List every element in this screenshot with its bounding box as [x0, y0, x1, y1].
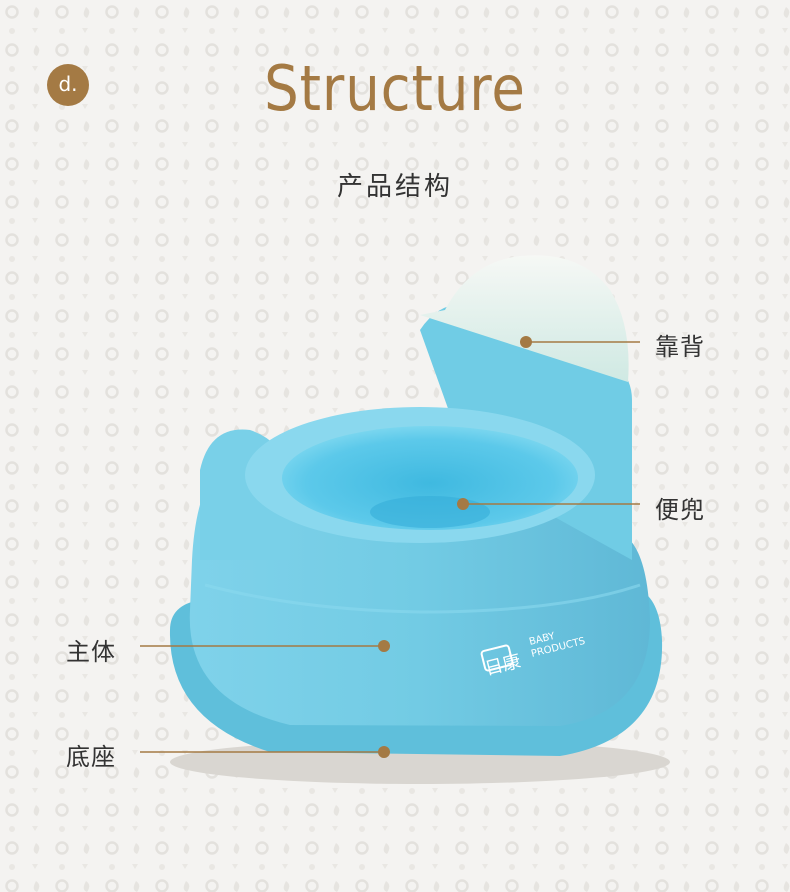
- brand-logo-box: [480, 644, 514, 672]
- label-body: 主体: [66, 638, 116, 666]
- callout-bowl: [457, 498, 640, 510]
- label-base: 底座: [66, 743, 116, 771]
- callout-backrest: [520, 336, 640, 348]
- callout-body: [140, 640, 390, 652]
- label-backrest: 靠背: [655, 333, 705, 361]
- backrest-pad: [420, 255, 629, 382]
- label-bowl: 便兜: [655, 496, 705, 524]
- page-title: Structure: [264, 52, 526, 125]
- section-badge: d.: [47, 64, 89, 106]
- callout-base: [140, 746, 390, 758]
- page-subtitle: 产品结构: [336, 172, 453, 202]
- potty-body-highlight: [204, 583, 641, 614]
